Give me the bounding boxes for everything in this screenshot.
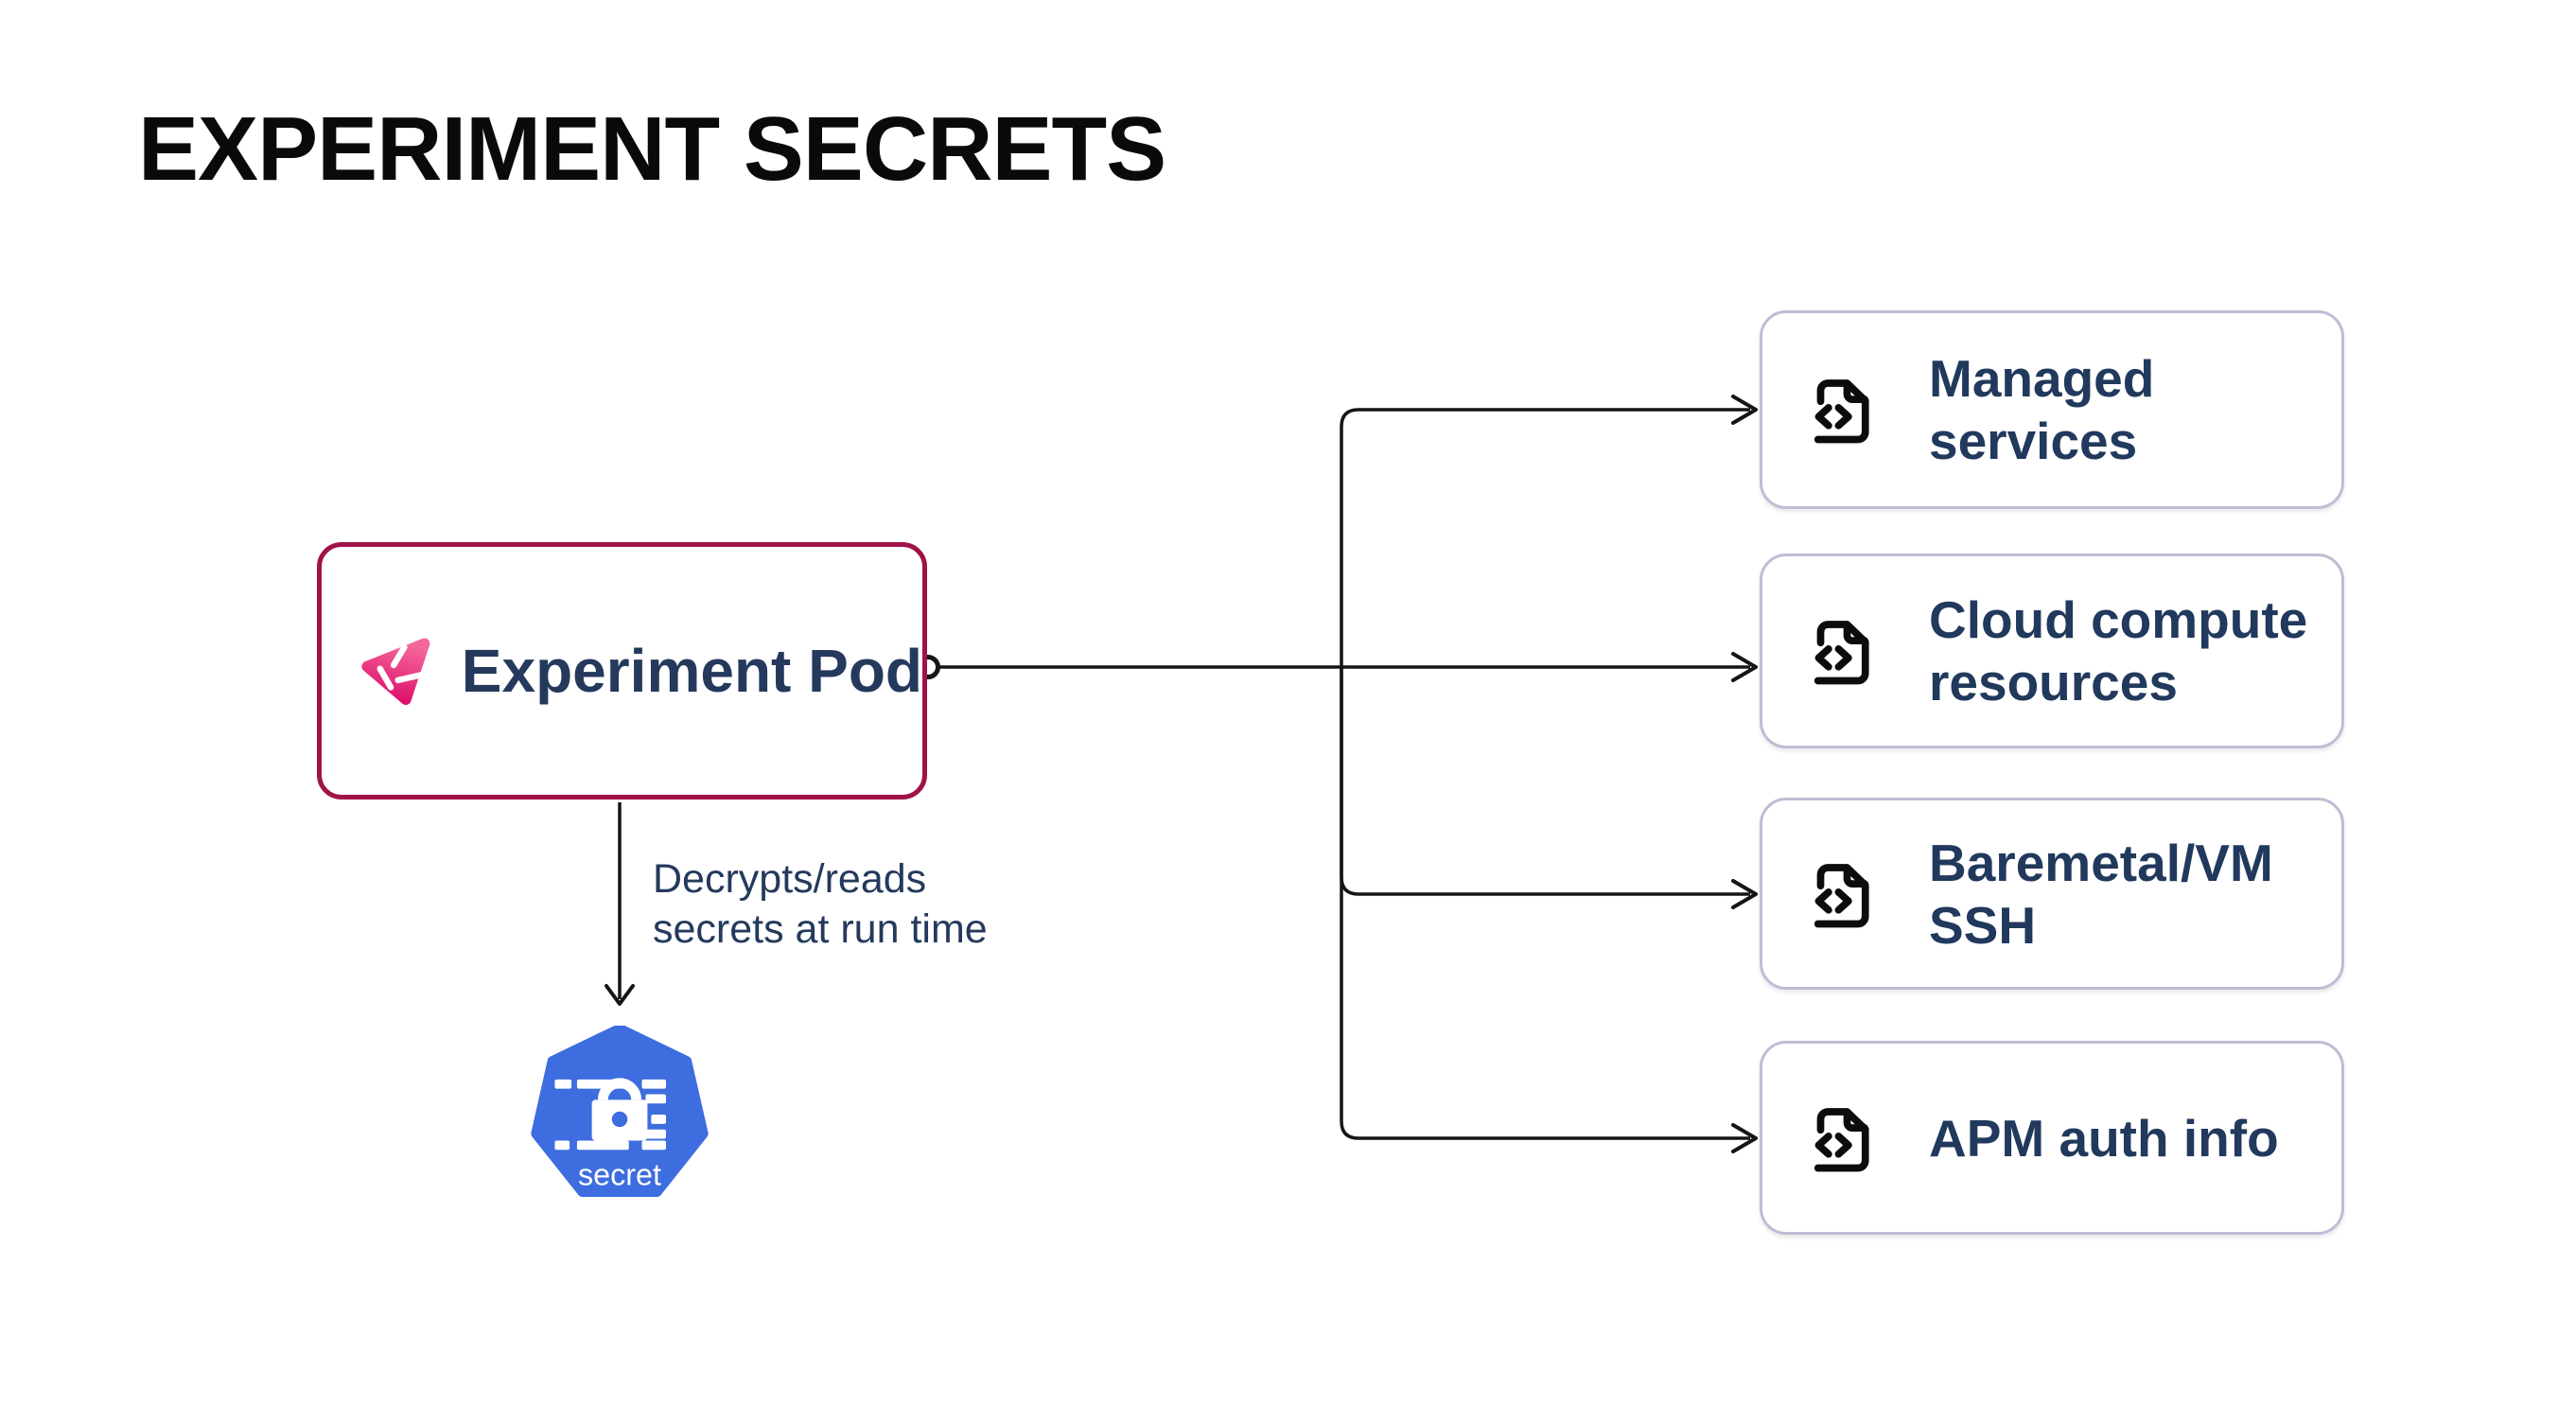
edge-pod-to-managed-services <box>1340 408 1750 667</box>
target-label: Baremetal/VM SSH <box>1929 833 2273 955</box>
target-managed-services[interactable]: Managed services <box>1760 310 2344 509</box>
arrowhead-baremetal <box>1731 879 1758 909</box>
target-label: Cloud compute resources <box>1929 590 2308 712</box>
code-file-icon <box>1814 379 1869 444</box>
arrowhead-managed-services <box>1731 395 1758 425</box>
edge-pod-to-baremetal <box>1340 667 1750 896</box>
target-label: APM auth info <box>1929 1108 2279 1168</box>
code-file-icon <box>1814 863 1869 927</box>
edge-annotation: Decrypts/reads secrets at run time <box>653 856 988 952</box>
kubernetes-secret-icon: secret <box>531 1024 709 1198</box>
arrowhead-cloud-compute <box>1731 652 1758 682</box>
target-cloud-compute[interactable]: Cloud compute resources <box>1760 554 2344 748</box>
code-file-icon <box>1814 1107 1869 1171</box>
page-title: EXPERIMENT SECRETS <box>138 98 1166 200</box>
arrowhead-secret <box>605 984 635 1006</box>
target-apm-auth-info[interactable]: APM auth info <box>1760 1041 2344 1235</box>
arrowhead-apm <box>1731 1123 1758 1153</box>
target-baremetal-vm-ssh[interactable]: Baremetal/VM SSH <box>1760 798 2344 990</box>
code-file-icon <box>1814 621 1869 685</box>
litmus-experiment-logo-icon <box>361 638 430 705</box>
experiment-pod-node[interactable]: Experiment Pod <box>317 542 927 800</box>
secret-node-label: secret <box>578 1157 661 1191</box>
kubernetes-secret-node[interactable]: secret <box>527 1024 712 1207</box>
target-label: Managed services <box>1929 349 2155 470</box>
experiment-pod-label: Experiment Pod <box>461 637 922 705</box>
edge-pod-to-apm <box>1340 667 1750 1140</box>
